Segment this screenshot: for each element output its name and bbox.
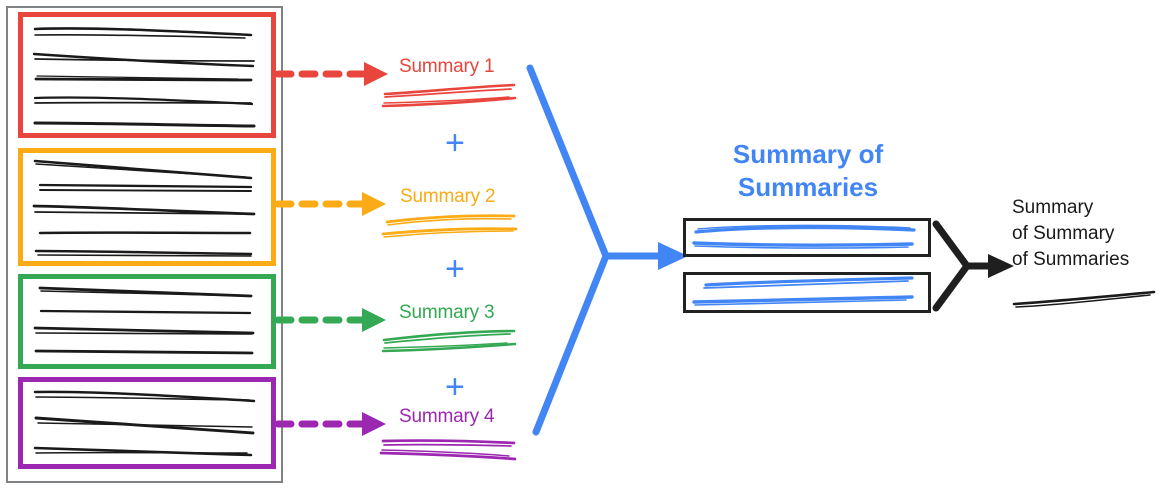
- document-group-green[interactable]: [18, 274, 276, 369]
- plus-operator-3: +: [445, 368, 465, 406]
- sos-scribble-2: [692, 276, 914, 306]
- scribble-lines-green-group: [33, 286, 255, 355]
- summary-4-label: Summary 4: [399, 406, 495, 427]
- dashed-arrow-green: [274, 308, 386, 332]
- final-output-scribble: [1012, 290, 1156, 308]
- scribble-lines-red-group: [32, 27, 256, 128]
- final-line-3: of Summaries: [1012, 249, 1130, 271]
- dashed-arrow-red: [274, 62, 388, 86]
- summary-3-label: Summary 3: [399, 302, 495, 323]
- document-group-purple[interactable]: [18, 377, 276, 469]
- blue-merge-arrow: [526, 64, 688, 436]
- plus-operator-2: +: [445, 250, 465, 288]
- dashed-arrow-orange: [274, 192, 386, 216]
- summary-3-scribble: [381, 329, 517, 353]
- document-group-orange[interactable]: [18, 148, 276, 266]
- summary-1-label: Summary 1: [399, 56, 495, 77]
- summary-2-scribble: [381, 214, 518, 238]
- summary-1-scribble: [381, 83, 517, 108]
- summary-4-scribble: [379, 439, 517, 461]
- summary-of-summaries-box-2[interactable]: [683, 272, 931, 313]
- final-output-title: Summary of Summary of Summaries: [1012, 195, 1164, 274]
- scribble-lines-purple-group: [33, 390, 256, 457]
- summary-2-label: Summary 2: [400, 186, 496, 207]
- plus-operator-1: +: [445, 124, 465, 162]
- summary-of-summaries-title: Summary of Summaries: [682, 138, 934, 205]
- black-merge-arrow: [932, 220, 1014, 312]
- dashed-arrow-purple: [274, 412, 386, 436]
- sos-title-line-2: Summaries: [737, 172, 879, 203]
- scribble-lines-orange-group: [32, 159, 256, 257]
- sos-scribble-1: [692, 224, 916, 249]
- summary-of-summaries-box-1[interactable]: [683, 218, 931, 257]
- final-line-2: of Summary: [1012, 223, 1115, 245]
- final-line-1: Summary: [1012, 197, 1094, 218]
- sos-title-line-1: Summary of: [732, 139, 884, 169]
- document-group-red[interactable]: [18, 12, 276, 138]
